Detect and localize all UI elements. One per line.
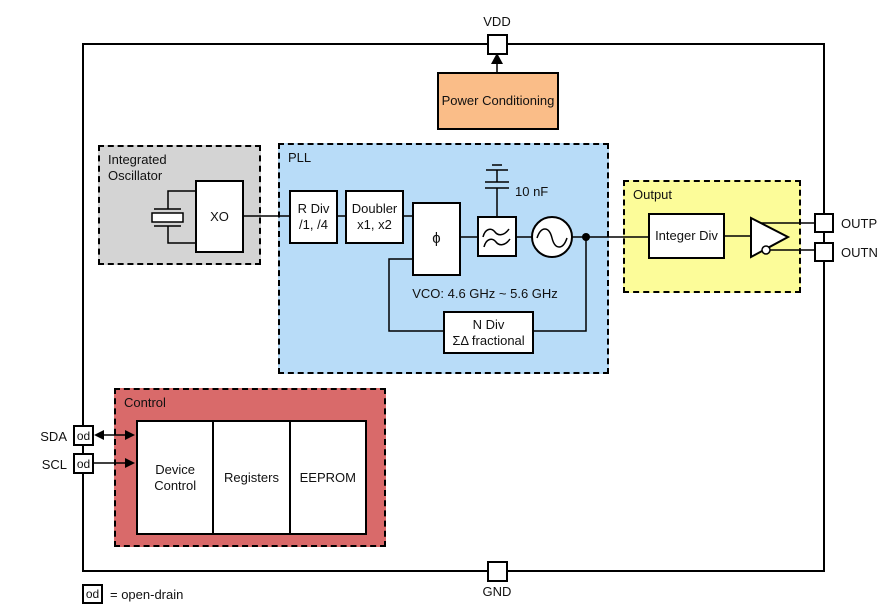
doubler-block: Doubler x1, x2 (345, 190, 404, 244)
legend-text: = open-drain (110, 587, 184, 602)
pll-title: PLL (288, 150, 312, 165)
power-conditioning-block: Power Conditioning (437, 72, 559, 130)
phase-detector-block: ϕ (412, 202, 461, 276)
phi-symbol: ϕ (432, 230, 441, 247)
scl-label: SCL (41, 457, 67, 472)
device-control-block: Device Control (138, 422, 212, 533)
output-title: Output (633, 187, 673, 202)
control-title: Control (124, 395, 166, 410)
outp-pin (814, 213, 834, 233)
xo-block: XO (195, 180, 244, 253)
outn-pin (814, 242, 834, 262)
power-conditioning-label: Power Conditioning (441, 93, 555, 108)
sda-od-marker: od (76, 428, 91, 443)
doubler-ratio: x1, x2 (357, 217, 392, 232)
r-div-ratio: /1, /4 (299, 217, 328, 232)
r-div-block: R Div /1, /4 (289, 190, 338, 244)
cap-value-label: 10 nF (515, 184, 549, 199)
eeprom-label: EEPROM (299, 469, 356, 485)
integer-div-label: Integer Div (655, 228, 718, 243)
vco-range-label: VCO: 4.6 GHz ~ 5.6 GHz (412, 286, 558, 301)
n-div-block: N Div ΣΔ fractional (443, 311, 534, 354)
integer-div-block: Integer Div (648, 213, 725, 259)
xo-label: XO (210, 208, 229, 224)
vdd-label: VDD (483, 14, 511, 29)
legend-od-box: od (82, 584, 103, 604)
outn-label: OUTN (841, 245, 878, 260)
sda-label: SDA (40, 429, 67, 444)
scl-od-pin: od (73, 453, 94, 474)
control-blocks: Device Control Registers EEPROM (136, 420, 367, 535)
registers-label: Registers (224, 469, 279, 485)
scl-od-marker: od (76, 456, 91, 471)
chip-boundary (82, 43, 825, 572)
n-div-label: N Div (472, 316, 505, 332)
vdd-pin (487, 34, 508, 55)
gnd-label: GND (482, 584, 512, 599)
n-div-mode: ΣΔ fractional (452, 332, 525, 348)
doubler-label: Doubler (351, 201, 398, 216)
legend-od-marker: od (85, 587, 100, 601)
sda-od-pin: od (73, 425, 94, 446)
registers-block: Registers (212, 422, 288, 533)
device-control-label2: Control (154, 477, 197, 493)
outp-label: OUTP (841, 216, 878, 231)
eeprom-block: EEPROM (288, 422, 365, 533)
r-div-label: R Div (297, 201, 330, 216)
device-control-label: Device (155, 461, 196, 477)
gnd-pin (487, 561, 508, 582)
